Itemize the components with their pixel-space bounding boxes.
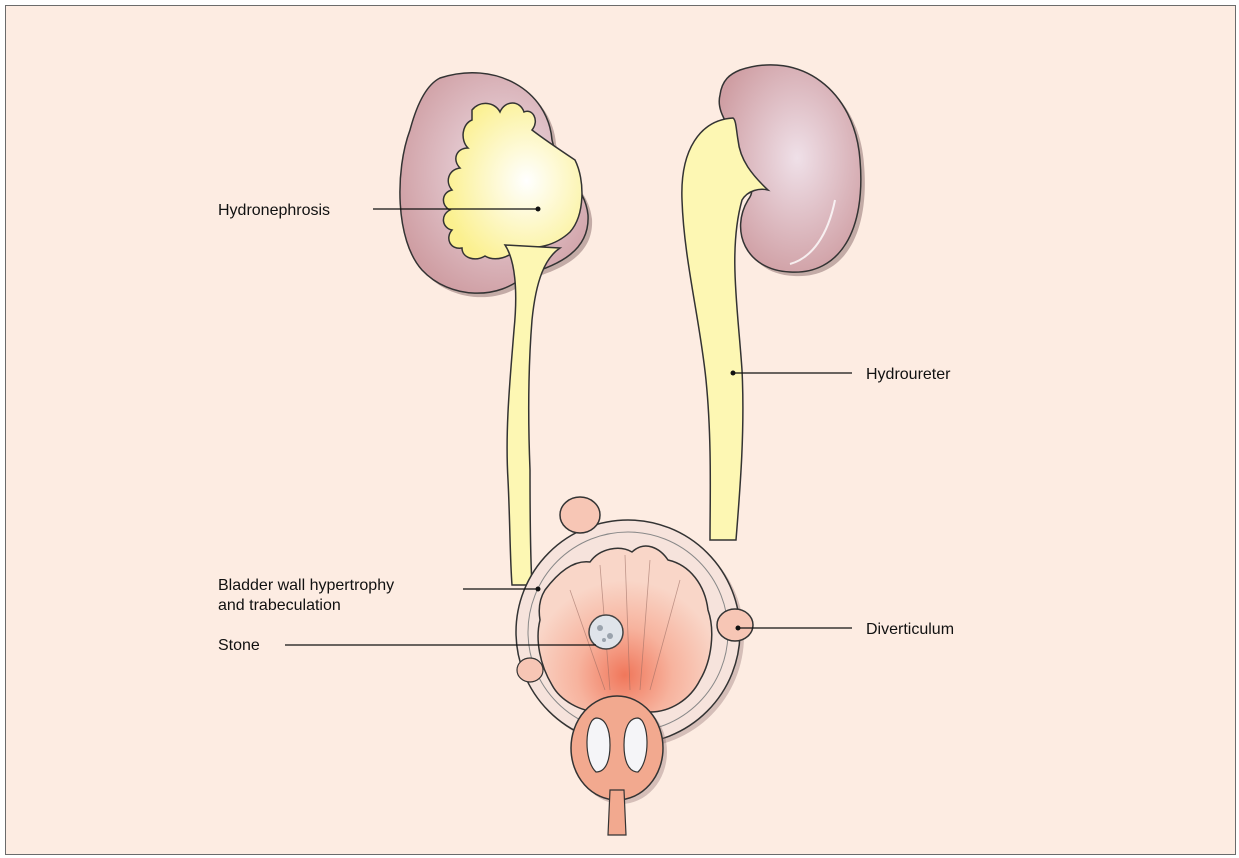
label-bladder-wall-line2: and trabeculation (218, 596, 394, 616)
diverticulum-top (560, 497, 600, 533)
prostate (571, 696, 667, 835)
label-hydroureter: Hydroureter (866, 365, 950, 385)
diverticulum-left (517, 658, 543, 682)
label-hydronephrosis: Hydronephrosis (218, 201, 330, 221)
dilated-ureter (682, 118, 768, 540)
hydronephrotic-kidney (400, 73, 592, 297)
diverticulum-right (717, 609, 753, 641)
label-stone: Stone (218, 636, 260, 656)
label-diverticulum: Diverticulum (866, 620, 954, 640)
bladder-stone (589, 615, 623, 649)
left-ureter (505, 245, 560, 585)
urethra (608, 790, 626, 835)
label-bladder-wall-line1: Bladder wall hypertrophy (218, 576, 394, 596)
label-bladder-wall: Bladder wall hypertrophy and trabeculati… (218, 576, 394, 616)
